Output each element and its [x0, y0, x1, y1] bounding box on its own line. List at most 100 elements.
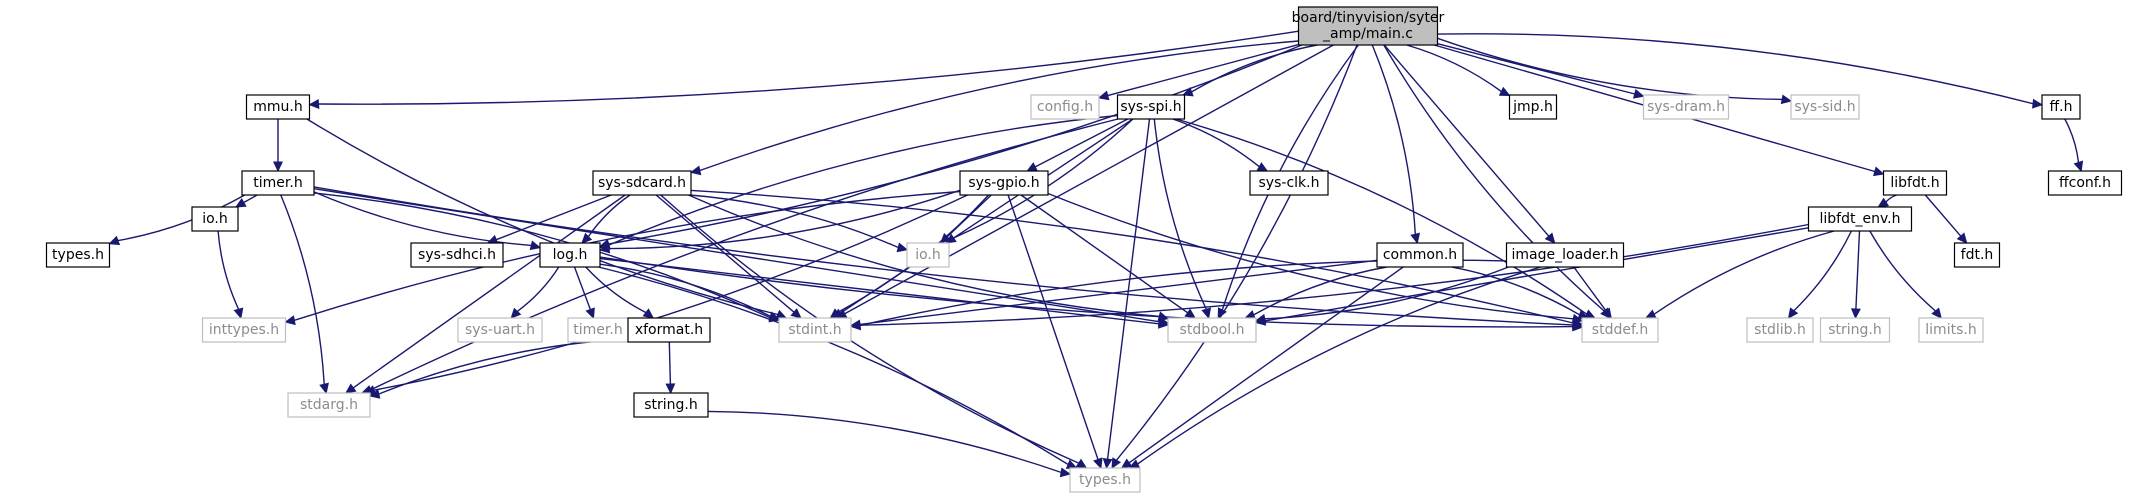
edge-line [1406, 44, 1502, 93]
node-label: ff.h [2050, 99, 2073, 115]
edge-libfdtenv-to-stdlib [1787, 230, 1853, 319]
arrowhead [1601, 307, 1612, 319]
node-sysspi[interactable]: sys-spi.h [1116, 94, 1186, 120]
edge-main-to-config [1097, 43, 1299, 101]
edge-sysspi-to-sysgpio [1026, 118, 1129, 172]
edge-line [1264, 266, 1509, 320]
node-ff[interactable]: ff.h [2041, 94, 2081, 120]
node-timer[interactable]: timer.h [241, 170, 315, 196]
node-fdt[interactable]: fdt.h [1953, 242, 2001, 268]
edge-line [516, 266, 560, 312]
node-box [287, 392, 371, 418]
node-label: log.h [553, 247, 588, 263]
node-libfdt[interactable]: libfdt.h [1882, 170, 1948, 196]
arrowhead [585, 307, 595, 320]
node-label: sys-sid.h [1794, 99, 1855, 115]
node-log[interactable]: log.h [539, 242, 601, 268]
node-label: stdint.h [788, 322, 841, 338]
node-box [1508, 94, 1558, 120]
edge-line [313, 191, 532, 247]
arrowhead [1877, 197, 1890, 208]
node-box [1882, 170, 1948, 196]
node-label: board/tinyvision/syter [1292, 10, 1445, 26]
node-imgldr[interactable]: image_loader.h [1505, 242, 1625, 268]
arrowhead [344, 383, 357, 394]
node-box [633, 392, 709, 418]
node-label: inttypes.h [209, 322, 279, 338]
node-label: types.h [52, 247, 104, 263]
arrowhead [598, 243, 611, 254]
arrowhead [1956, 232, 1968, 244]
edge-line [688, 194, 1160, 318]
node-config: config.h [1030, 94, 1100, 120]
node-xformat[interactable]: xformat.h [627, 317, 711, 343]
edge-libfdtenv-to-limits [1869, 230, 1942, 319]
node-box [45, 242, 111, 268]
edge-libfdt-to-libfdtenv [1877, 194, 1897, 208]
edge-line [608, 114, 1118, 246]
edge-line [1176, 118, 1587, 315]
node-stdbool: stdbool.h [1167, 317, 1257, 343]
arrowhead [1873, 166, 1885, 177]
edge-main-to-syssid [1437, 37, 1793, 105]
edge-line [1653, 230, 1835, 315]
node-label: sys-clk.h [1259, 175, 1320, 191]
edge-mmu-to-stdint [306, 118, 788, 319]
edge-line [655, 194, 795, 313]
arrowhead [2073, 160, 2084, 173]
node-jmp[interactable]: jmp.h [1508, 94, 1558, 120]
node-common[interactable]: common.h [1376, 242, 1464, 268]
arrowhead [273, 161, 283, 173]
edge-line [318, 30, 1299, 105]
node-sysgpio[interactable]: sys-gpio.h [959, 170, 1049, 196]
edge-mmu-to-timer [273, 119, 283, 173]
edge-main-to-sysspi [1181, 44, 1318, 97]
node-box [906, 242, 950, 268]
node-label: stdlib.h [1754, 322, 1806, 338]
arrowhead [1120, 458, 1133, 469]
node-typesb[interactable]: types.h [45, 242, 111, 268]
node-libfdtenv[interactable]: libfdt_env.h [1807, 206, 1913, 232]
arrowhead [1780, 94, 1793, 105]
arrowhead [1059, 467, 1072, 478]
node-mmu[interactable]: mmu.h [245, 94, 311, 120]
arrowhead [829, 308, 841, 319]
arrowhead [319, 382, 329, 395]
node-label: mmu.h [253, 99, 302, 115]
node-label: sys-sdhci.h [418, 247, 496, 263]
arrowhead [1850, 308, 1861, 320]
node-main[interactable]: board/tinyvision/syter_amp/main.c [1292, 6, 1445, 46]
node-sysclk[interactable]: sys-clk.h [1249, 170, 1329, 196]
arrowhead [665, 383, 676, 395]
node-ffconf[interactable]: ffconf.h [2047, 170, 2123, 196]
arrowhead [529, 240, 542, 251]
edge-line [1437, 33, 2034, 105]
node-sysuart: sys-uart.h [457, 317, 543, 343]
edge-sysgpio-to-stdbool [1020, 194, 1196, 319]
node-label: libfdt.h [1890, 175, 1939, 191]
arrowhead [2032, 98, 2044, 109]
node-stdint: stdint.h [778, 317, 852, 343]
arrowhead [1102, 458, 1113, 470]
arrowhead [1201, 307, 1212, 320]
edge-syssdcard-to-log [581, 194, 631, 244]
edge-line [1020, 194, 1189, 314]
edge-syssdcard-to-stdint [655, 194, 802, 319]
edge-libfdtenv-to-stringg [1850, 230, 1861, 320]
node-box [1918, 317, 1984, 343]
node-box [1376, 242, 1464, 268]
node-ioh[interactable]: io.h [191, 206, 239, 232]
edge-log-to-stdint [599, 263, 781, 322]
edge-line [1451, 266, 1580, 316]
edge-line [1107, 43, 1299, 97]
node-sdhci[interactable]: sys-sdhci.h [410, 242, 504, 268]
edge-main-to-common [1371, 44, 1421, 245]
edge-common-to-stdbool [1244, 266, 1387, 320]
edge-sysspi-to-sysclk [1172, 118, 1269, 172]
edge-line [699, 40, 1299, 172]
arrowhead [1097, 90, 1110, 101]
node-stringb[interactable]: string.h [633, 392, 709, 418]
node-box [410, 242, 504, 268]
node-syssdcard[interactable]: sys-sdcard.h [592, 170, 692, 196]
edge-timer-to-stdarg [280, 194, 329, 395]
